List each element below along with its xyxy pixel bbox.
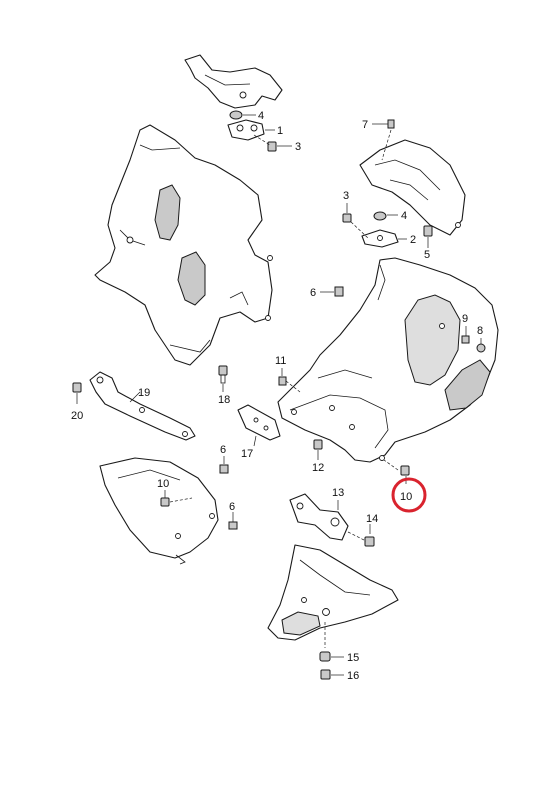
bolt-10-left — [160, 490, 193, 507]
main-fairing-side — [277, 257, 499, 463]
callout-1: 1 — [277, 125, 283, 137]
callout-3-mid: 3 — [343, 190, 349, 202]
bracket-17 — [237, 404, 281, 447]
bracket-2 — [350, 221, 407, 248]
clip-6-left-lower — [228, 512, 238, 530]
callout-2: 2 — [410, 234, 416, 246]
bolt-5 — [423, 225, 433, 248]
callout-17: 17 — [241, 448, 253, 460]
callout-6-upper: 6 — [310, 287, 316, 299]
bolt-18 — [218, 365, 228, 392]
callout-20: 20 — [71, 410, 83, 422]
washer-4-top — [229, 110, 256, 120]
screw-7 — [372, 119, 395, 161]
callout-3-top: 3 — [295, 141, 301, 153]
callout-10-left: 10 — [157, 478, 169, 490]
lower-left-panel — [99, 457, 219, 565]
callout-18: 18 — [218, 394, 230, 406]
screw-9 — [461, 326, 470, 344]
inner-panel-left — [94, 124, 273, 366]
bracket-13 — [289, 493, 349, 541]
callout-12: 12 — [312, 462, 324, 474]
callout-4-mid: 4 — [401, 210, 407, 222]
bolt-3-top — [253, 134, 292, 152]
callout-4-top: 4 — [258, 110, 264, 122]
callout-6-left-upper: 6 — [220, 444, 226, 456]
bolt-20 — [72, 382, 82, 404]
bolt-14 — [347, 524, 375, 547]
bolt-3-mid — [342, 203, 352, 223]
upper-stay-bracket — [184, 54, 283, 109]
stay-19 — [89, 371, 196, 441]
callout-10-highlighted: 10 — [400, 491, 412, 503]
bracket-1 — [227, 119, 275, 141]
callout-19: 19 — [138, 387, 150, 399]
callout-7: 7 — [362, 119, 368, 131]
bolt-12 — [313, 439, 323, 460]
callout-9: 9 — [462, 313, 468, 325]
callout-14: 14 — [366, 513, 378, 525]
bolt-10-right — [383, 459, 410, 484]
bolt-16 — [320, 669, 344, 680]
callout-8: 8 — [477, 325, 483, 337]
under-cowl — [267, 544, 399, 641]
callout-16: 16 — [347, 670, 359, 682]
callout-6-left-lower: 6 — [229, 501, 235, 513]
callout-13: 13 — [332, 487, 344, 499]
callout-5: 5 — [424, 249, 430, 261]
clip-6-upper — [320, 286, 344, 297]
grommet-15 — [319, 622, 344, 662]
highlight-ring — [391, 477, 427, 513]
screw-11 — [278, 368, 301, 393]
callout-11: 11 — [275, 355, 286, 367]
grommet-8 — [476, 338, 486, 353]
callout-15: 15 — [347, 652, 359, 664]
upper-right-panel — [359, 139, 466, 236]
clip-6-left-upper — [219, 456, 229, 474]
washer-4-mid — [373, 211, 398, 221]
